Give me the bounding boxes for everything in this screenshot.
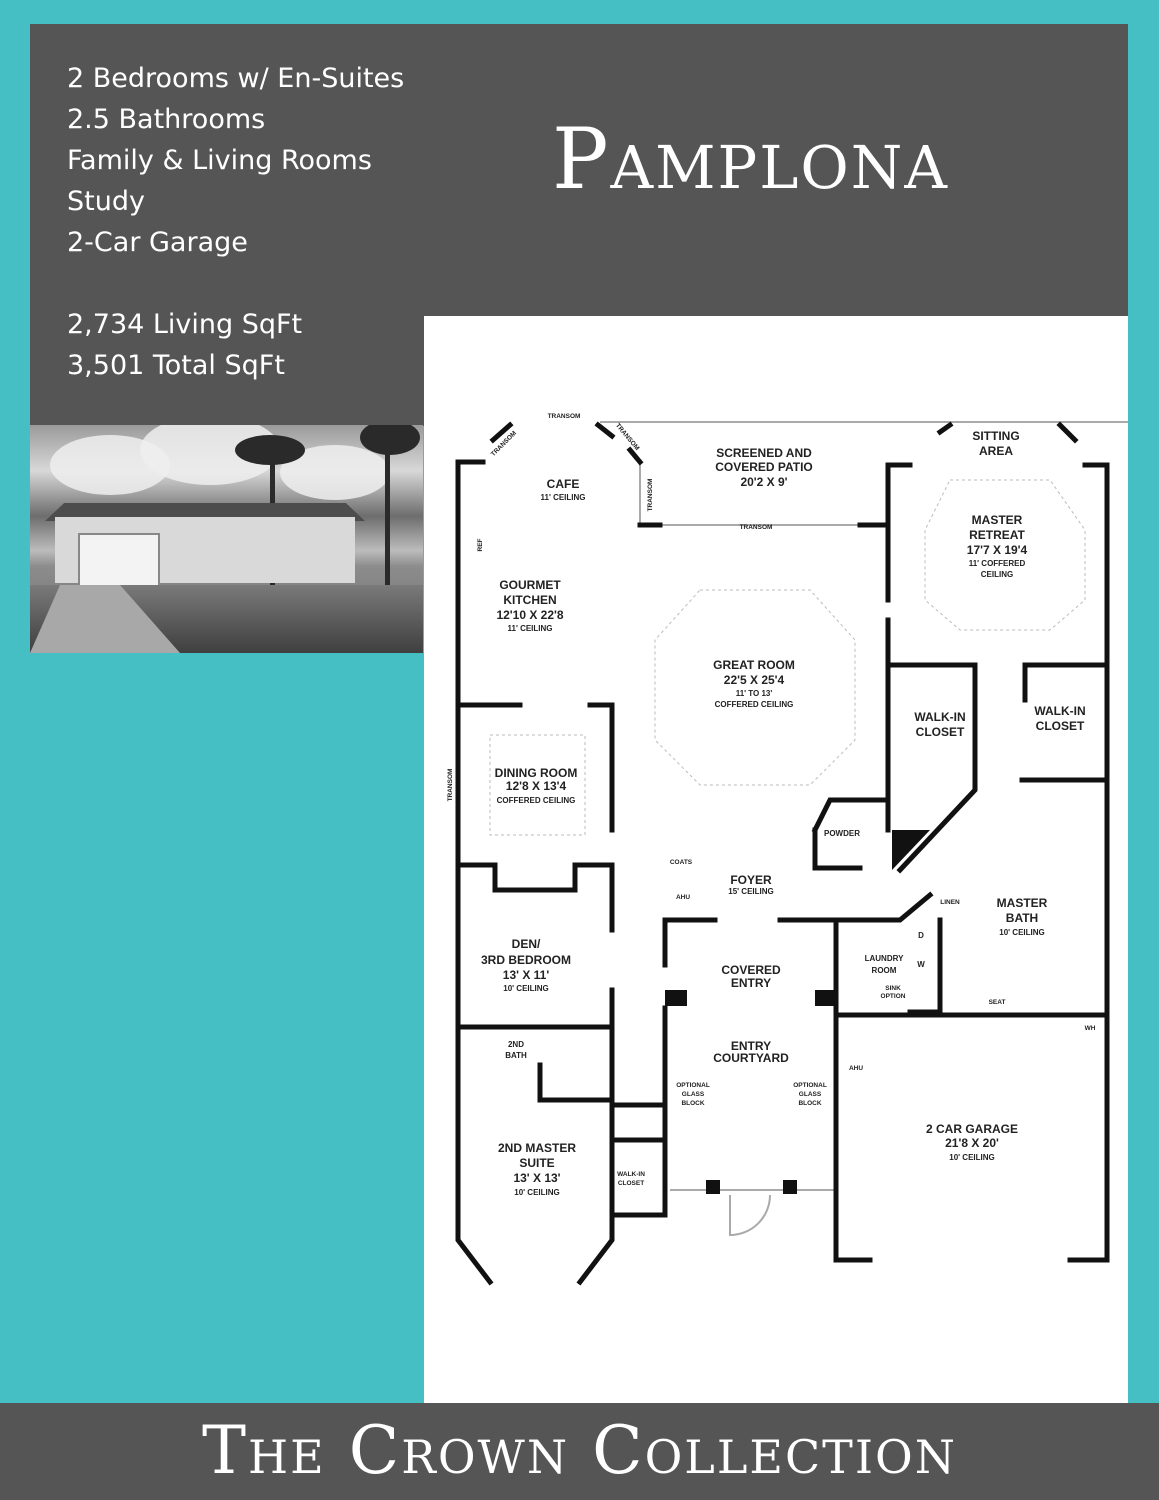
- collection-title: The Crown Collection: [202, 1412, 957, 1489]
- room-name-courtyard: COURTYARD: [713, 1051, 789, 1065]
- floor-plan-drawing: TRANSOM TRANSOM TRANSOM TRANSOM TRANSOM …: [447, 413, 1128, 1286]
- seat-label: SEAT: [989, 999, 1006, 1006]
- room-name-foyer: FOYER: [730, 873, 772, 887]
- room-dims: 21'8 X 20': [945, 1136, 999, 1150]
- water-heater-label: WH: [1085, 1025, 1096, 1032]
- room-ceiling: CEILING: [981, 570, 1013, 579]
- model-title: Pamplona: [552, 110, 950, 208]
- room-name-walk-in-closet: CLOSET: [916, 725, 965, 739]
- room-ceiling: COFFERED CEILING: [715, 700, 794, 709]
- transom-label: TRANSOM: [447, 769, 454, 802]
- room-ceiling: 10' CEILING: [949, 1153, 994, 1162]
- room-ceiling: 11' CEILING: [507, 624, 552, 633]
- room-name-den: 3RD BEDROOM: [481, 953, 571, 967]
- room-ceiling: 11' CEILING: [540, 493, 585, 502]
- feature-list: 2 Bedrooms w/ En-Suites 2.5 Bathrooms Fa…: [67, 58, 404, 263]
- room-name-kitchen: GOURMET: [499, 578, 561, 592]
- optional-glass-block-label: OPTIONAL: [793, 1082, 827, 1089]
- header-panel: [30, 24, 1128, 316]
- ref-label: REF: [477, 538, 484, 551]
- linen-label: LINEN: [940, 899, 960, 906]
- optional-glass-block-label: OPTIONAL: [676, 1082, 710, 1089]
- room-dims: 12'8 X 13'4: [506, 779, 567, 793]
- room-ceiling: COFFERED CEILING: [497, 796, 576, 805]
- total-sqft: 3,501 Total SqFt: [67, 350, 285, 381]
- feature-item: Study: [67, 186, 145, 217]
- room-dims: 12'10 X 22'8: [496, 608, 563, 622]
- floor-plan: TRANSOM TRANSOM TRANSOM TRANSOM TRANSOM …: [424, 316, 1128, 1403]
- room-name-garage: 2 CAR GARAGE: [926, 1122, 1018, 1136]
- room-name-walk-in-closet: WALK-IN: [914, 710, 965, 724]
- room-name-den: DEN/: [512, 937, 541, 951]
- room-dims: 22'5 X 25'4: [724, 673, 785, 687]
- feature-item: 2-Car Garage: [67, 227, 248, 258]
- room-name-master-bath: BATH: [1006, 911, 1038, 925]
- sink-option-label: OPTION: [881, 993, 906, 1000]
- room-name-patio: COVERED PATIO: [715, 460, 813, 474]
- optional-glass-block-label: GLASS: [799, 1091, 822, 1098]
- room-name-great-room: GREAT ROOM: [713, 658, 795, 672]
- room-name-patio: SCREENED AND: [716, 446, 812, 460]
- room-name-2nd-bath: 2ND: [508, 1040, 524, 1049]
- room-name-dining: DINING ROOM: [495, 766, 578, 780]
- ahu-label: AHU: [676, 894, 690, 901]
- optional-glass-block-label: BLOCK: [798, 1100, 821, 1107]
- room-ceiling: 15' CEILING: [728, 887, 773, 896]
- footer-bar: [0, 1403, 1159, 1500]
- transom-label: TRANSOM: [647, 479, 654, 512]
- feature-item: Family & Living Rooms: [67, 145, 372, 176]
- room-name-master-retreat: MASTER: [972, 513, 1023, 527]
- room-name-walk-in-closet: CLOSET: [1036, 719, 1085, 733]
- room-dims: 20'2 X 9': [740, 475, 787, 489]
- room-dims: 17'7 X 19'4: [967, 543, 1028, 557]
- room-name-sitting: AREA: [979, 444, 1013, 458]
- feature-item: 2.5 Bathrooms: [67, 104, 266, 135]
- sink-option-label: SINK: [885, 985, 901, 992]
- square-footage: 2,734 Living SqFt 3,501 Total SqFt: [67, 304, 302, 386]
- room-name-2nd-master: SUITE: [519, 1156, 554, 1170]
- room-name-courtyard: ENTRY: [731, 1039, 771, 1053]
- walk-in-closet-label: CLOSET: [618, 1180, 644, 1187]
- room-name-cafe: CAFE: [547, 477, 580, 491]
- transom-label: TRANSOM: [490, 430, 518, 458]
- coats-label: COATS: [670, 859, 693, 866]
- washer-label: W: [917, 960, 925, 969]
- feature-item: 2 Bedrooms w/ En-Suites: [67, 63, 405, 94]
- room-ceiling: 11' COFFERED: [969, 559, 1026, 568]
- room-ceiling: 10' CEILING: [999, 928, 1044, 937]
- room-dims: 13' X 11': [503, 968, 550, 982]
- room-dims: 13' X 13': [513, 1171, 560, 1185]
- room-name-master-bath: MASTER: [997, 896, 1048, 910]
- room-name-covered-entry: COVERED: [721, 963, 781, 977]
- room-ceiling: 11' TO 13': [736, 689, 773, 698]
- room-name-2nd-bath: BATH: [505, 1051, 527, 1060]
- transom-label: TRANSOM: [614, 422, 640, 452]
- transom-label: TRANSOM: [740, 524, 773, 531]
- room-name-2nd-master: 2ND MASTER: [498, 1141, 576, 1155]
- room-ceiling: 10' CEILING: [514, 1188, 559, 1197]
- room-name-laundry: LAUNDRY: [865, 954, 904, 963]
- ahu-label: AHU: [849, 1065, 863, 1072]
- room-name-kitchen: KITCHEN: [503, 593, 556, 607]
- living-sqft: 2,734 Living SqFt: [67, 309, 303, 340]
- room-name-walk-in-closet: WALK-IN: [1034, 704, 1085, 718]
- transom-label: TRANSOM: [548, 413, 581, 420]
- room-name-master-retreat: RETREAT: [969, 528, 1025, 542]
- house-exterior-photo: [30, 425, 423, 653]
- optional-glass-block-label: BLOCK: [681, 1100, 704, 1107]
- dryer-label: D: [918, 931, 924, 940]
- room-name-laundry: ROOM: [872, 966, 897, 975]
- walk-in-closet-label: WALK-IN: [617, 1171, 645, 1178]
- room-name-covered-entry: ENTRY: [731, 976, 771, 990]
- features-panel: [30, 316, 424, 426]
- room-ceiling: 10' CEILING: [503, 984, 548, 993]
- optional-glass-block-label: GLASS: [682, 1091, 705, 1098]
- room-name-sitting: SITTING: [972, 429, 1019, 443]
- room-name-powder: POWDER: [824, 829, 860, 838]
